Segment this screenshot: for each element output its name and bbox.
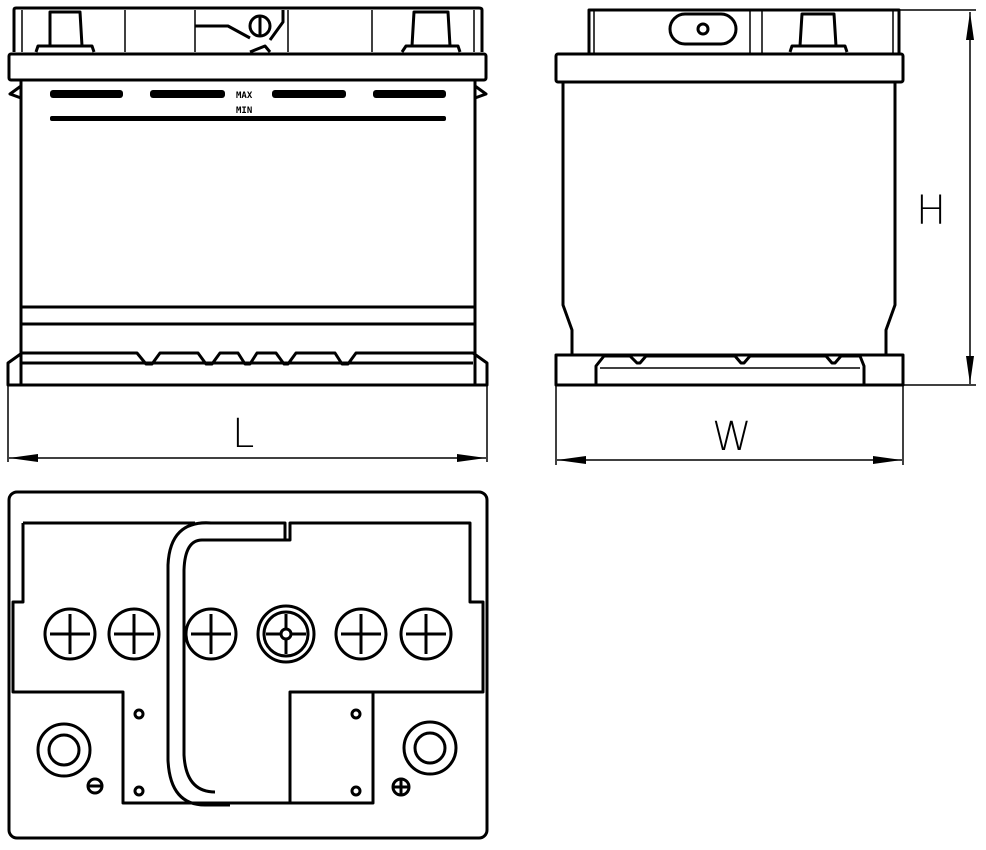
length-label: L	[232, 411, 254, 457]
cell-cap-icon	[256, 604, 316, 664]
cell-caps	[43, 604, 453, 664]
minus-symbol-icon	[86, 777, 104, 795]
vent-plug-icon	[195, 10, 285, 54]
cell-cap-icon	[334, 607, 388, 661]
front-lid	[7, 52, 488, 82]
cell-cap-icon	[43, 607, 97, 661]
width-dimension: W	[555, 385, 904, 465]
min-level-label: MIN	[236, 106, 252, 116]
length-dimension: L	[7, 385, 488, 462]
max-level-label: MAX	[236, 91, 253, 101]
cell-cap-icon	[399, 607, 453, 661]
front-view: MAX MIN	[6, 6, 489, 387]
width-label: W	[712, 414, 752, 460]
plus-symbol-icon	[391, 777, 411, 797]
negative-terminal	[36, 722, 92, 778]
cell-cap-icon	[184, 607, 238, 661]
terminal-left	[34, 10, 96, 53]
side-lid	[554, 52, 905, 84]
vent-cap	[668, 12, 738, 46]
top-view	[7, 490, 489, 840]
side-view	[554, 8, 905, 387]
terminal-right	[400, 10, 462, 53]
positive-terminal	[402, 720, 458, 776]
top-outline	[7, 490, 489, 840]
height-label: H	[916, 188, 946, 234]
height-dimension: H	[900, 9, 976, 386]
cell-cap-icon	[107, 607, 161, 661]
